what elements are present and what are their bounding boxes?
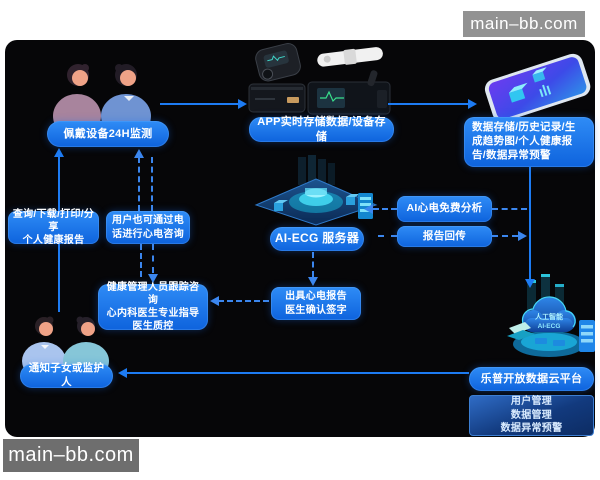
line-datastorage-to-cloud [529, 167, 531, 279]
node-ai-server-label: AI-ECG 服务器 [274, 231, 360, 246]
arrow-cloud-to-notify [127, 372, 469, 374]
dashed-analysis-to-server [373, 208, 397, 210]
arrowhead-ecgreport-to-manager [210, 296, 219, 306]
node-query-report-line1: 查询/下载/打印/分享 [12, 208, 95, 233]
watermark-bottom: main–bb.com [3, 439, 139, 472]
arrow-users-to-devices [160, 103, 238, 105]
node-platform-functions: 用户管理 数据管理 数据异常预警 [469, 395, 594, 436]
cloud-ai-label-line1: 人工智能 [535, 312, 563, 321]
cloud-ai-label-line2: AI-ECG [538, 323, 561, 330]
dashed-consult-to-manager-a [140, 244, 142, 277]
server-rack-icon [579, 320, 595, 352]
line-query-to-wear [58, 156, 60, 211]
node-phone-consult: 用户也可通过电 话进行心电咨询 [106, 211, 190, 244]
users-avatars-illustration [53, 64, 151, 138]
arrowhead-consult-to-wear [134, 149, 144, 158]
node-query-report: 查询/下载/打印/分享 个人健康报告 [8, 208, 99, 247]
dashed-server-to-ecgreport [312, 252, 314, 277]
arrowhead-users-to-devices [238, 99, 247, 109]
line-query-to-family [58, 244, 60, 312]
node-notify-family-label: 通知子女或监护人 [28, 362, 105, 388]
node-phone-consult-line1: 用户也可通过电 [111, 215, 185, 227]
platform-functions-line1: 用户管理 [510, 395, 553, 407]
arrowhead-devices-to-phone [468, 99, 477, 109]
node-cloud-platform: 乐普开放数据云平台 [469, 367, 594, 391]
node-ecg-report-line1: 出具心电报告 [285, 291, 347, 303]
node-data-storage-label: 数据存储/历史记录/生成趋势图/个人健康报告/数据异常预警 [472, 121, 576, 161]
platform-functions-line2: 数据管理 [510, 409, 553, 421]
wearable-devices-illustration [248, 43, 391, 115]
arrowhead-report-to-line [518, 231, 527, 241]
dashed-ecgreport-to-manager [218, 300, 269, 302]
dashed-consult-to-wear-a [138, 157, 140, 211]
dashed-analysis-to-line [492, 208, 527, 210]
watermark-top: main–bb.com [463, 11, 585, 37]
watermark-top-text: main–bb.com [470, 14, 578, 33]
node-cloud-platform-label: 乐普开放数据云平台 [480, 372, 583, 385]
node-app-storage: APP实时存储数据/设备存储 [249, 115, 394, 143]
arrowhead-analysis-to-server [364, 204, 373, 214]
arrowhead-cloud-to-notify [118, 368, 127, 378]
node-notify-family: 通知子女或监护人 [20, 362, 113, 388]
cloud-platform-illustration: 人工智能 AI-ECG [507, 274, 595, 357]
node-app-storage-label: APP实时存储数据/设备存储 [257, 115, 386, 143]
arrowhead-datastorage-to-cloud [525, 279, 535, 288]
node-report-return: 报告回传 [397, 226, 492, 247]
arrowhead-consult-to-manager [148, 274, 158, 283]
node-health-manager-line1: 健康管理人员跟踪咨询 [106, 281, 200, 306]
node-ai-analysis-label: AI心电免费分析 [406, 202, 483, 215]
node-phone-consult-line2: 话进行心电咨询 [111, 228, 185, 240]
node-query-report-line2: 个人健康报告 [22, 235, 85, 247]
node-health-manager-line2: 心内科医生专业指导 [106, 308, 200, 319]
node-health-manager: 健康管理人员跟踪咨询 心内科医生专业指导 医生质控 [98, 281, 208, 333]
dashed-consult-to-manager-b [152, 244, 154, 273]
node-health-manager-line3: 医生质控 [132, 321, 174, 333]
node-ai-analysis: AI心电免费分析 [397, 196, 492, 222]
arrow-devices-to-phone [388, 103, 468, 105]
dashed-report-to-server [378, 235, 397, 237]
node-wear-monitor-label: 佩戴设备24H监测 [63, 127, 153, 140]
node-data-storage: 数据存储/历史记录/生成趋势图/个人健康报告/数据异常预警 [464, 117, 594, 167]
laptop-icon [507, 322, 535, 340]
arrowhead-server-to-ecgreport [308, 277, 318, 286]
node-ecg-report-line2: 医生确认签字 [285, 304, 347, 316]
watermark-bottom-text: main–bb.com [8, 444, 134, 466]
node-ecg-report: 出具心电报告 医生确认签字 [271, 287, 361, 320]
phone-illustration [484, 53, 591, 122]
platform-functions-line3: 数据异常预警 [500, 423, 563, 435]
arrowhead-query-to-wear [54, 148, 64, 157]
ai-ecg-server-illustration [254, 155, 378, 226]
node-ai-server: AI-ECG 服务器 [270, 227, 364, 251]
dashed-consult-to-wear-b [151, 157, 153, 211]
node-report-return-label: 报告回传 [422, 229, 467, 242]
node-wear-monitor: 佩戴设备24H监测 [47, 121, 169, 147]
dashed-report-to-line [492, 235, 518, 237]
